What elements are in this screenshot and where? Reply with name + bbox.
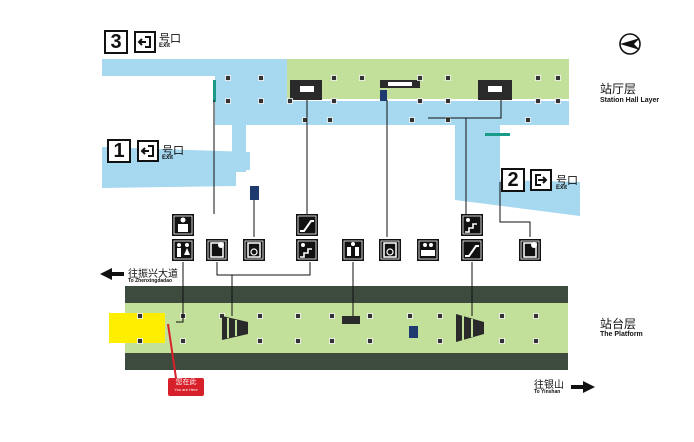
exit-2-passage xyxy=(455,120,580,216)
direction-west-label: 往振兴大道 xyxy=(128,269,178,280)
column-marker xyxy=(359,75,365,81)
you-are-here-label: 您在此 xyxy=(175,378,197,386)
column-marker xyxy=(367,313,373,319)
column-marker xyxy=(535,98,541,104)
hall-stem-right xyxy=(455,118,473,198)
column-marker xyxy=(409,117,415,123)
exit-arrow-right-icon xyxy=(530,169,552,191)
column-marker xyxy=(525,117,531,123)
exit-3-number: 3 xyxy=(104,30,128,54)
column-marker xyxy=(327,117,333,123)
station-hall-subtitle: Station Hall Layer xyxy=(600,97,660,104)
paid-zone xyxy=(287,59,569,100)
ticket-gates-right xyxy=(478,80,512,100)
metro-logo-icon xyxy=(619,33,641,55)
service-counter-icon xyxy=(417,239,439,261)
hall-marker-blue xyxy=(380,90,387,101)
column-marker xyxy=(287,98,293,104)
column-marker xyxy=(225,75,231,81)
direction-east-label: 往银山 xyxy=(534,380,564,391)
exit-2-gate-line xyxy=(485,133,510,136)
ticket-gate-icon xyxy=(342,239,364,261)
you-are-here-tag: 您在此 You are Here xyxy=(168,378,204,396)
column-marker xyxy=(331,75,337,81)
column-marker xyxy=(257,338,263,344)
column-marker xyxy=(417,98,423,104)
exit-2-number: 2 xyxy=(501,168,525,192)
hall-stem-left xyxy=(232,120,246,172)
accessible-elevator-icon xyxy=(379,239,401,261)
escalator-icon xyxy=(461,239,483,261)
column-marker xyxy=(499,313,505,319)
arrow-right-icon xyxy=(571,381,595,393)
column-marker xyxy=(367,338,373,344)
platform-escalator-center xyxy=(342,316,360,324)
direction-west-label-en: To Zhenxingdadao xyxy=(128,278,173,284)
column-marker xyxy=(258,75,264,81)
facility-leader-lines xyxy=(176,100,531,323)
exit-3-gate-line xyxy=(213,80,216,102)
column-marker xyxy=(555,75,561,81)
station-hall-title: 站厅层 xyxy=(600,82,637,96)
column-marker xyxy=(329,338,335,344)
platform-escalator-left xyxy=(222,316,248,340)
column-marker xyxy=(437,338,443,344)
exit-3-label-en: Exit xyxy=(159,43,171,49)
column-marker xyxy=(499,338,505,344)
column-marker xyxy=(437,313,443,319)
platform-escalator-right xyxy=(456,314,484,342)
arrow-left-icon xyxy=(100,268,124,280)
accessible-elevator-icon xyxy=(243,239,265,261)
ticket-gates-left xyxy=(290,80,322,100)
column-marker xyxy=(445,75,451,81)
column-marker xyxy=(295,338,301,344)
facility-icons xyxy=(172,214,541,261)
exit-2-label: 号口 xyxy=(556,174,578,187)
direction-east-label-en: To Yinshan xyxy=(534,389,561,395)
exit-3-label: 号口 xyxy=(159,32,181,45)
you-are-here-pointer xyxy=(167,323,177,379)
hall-column-markers xyxy=(225,75,561,123)
escalator-bank-hall xyxy=(380,80,420,88)
column-marker xyxy=(555,98,561,104)
platform-floor xyxy=(125,303,568,353)
track-north xyxy=(125,286,568,303)
column-marker xyxy=(445,98,451,104)
exit-1-label: 号口 xyxy=(162,144,184,157)
column-marker xyxy=(533,338,539,344)
column-marker xyxy=(329,313,335,319)
exit-2-label-en: Exit xyxy=(556,185,568,191)
platform-subtitle: The Platform xyxy=(600,331,643,338)
column-marker xyxy=(225,98,231,104)
column-marker xyxy=(417,75,423,81)
column-marker xyxy=(535,75,541,81)
exit-arrow-left-icon xyxy=(137,140,159,162)
stairs-icon xyxy=(296,239,318,261)
exit-1-marker-blue xyxy=(250,186,259,200)
ticket-machine-icon xyxy=(206,239,228,261)
exit-1-label-en: Exit xyxy=(162,155,174,161)
column-marker xyxy=(533,313,539,319)
track-south xyxy=(125,353,568,370)
column-marker xyxy=(258,98,264,104)
platform-marker-blue xyxy=(409,326,418,338)
ticket-machine-icon xyxy=(519,239,541,261)
column-marker xyxy=(137,338,143,344)
column-marker xyxy=(331,98,337,104)
exit-1-number: 1 xyxy=(107,139,131,163)
family-restroom-icon xyxy=(172,214,194,236)
platform-title: 站台层 xyxy=(600,317,637,331)
you-are-here-highlight xyxy=(109,313,165,343)
column-marker xyxy=(295,313,301,319)
you-are-here-label-en: You are Here xyxy=(174,387,198,392)
column-marker xyxy=(180,338,186,344)
column-marker xyxy=(257,313,263,319)
column-marker xyxy=(407,313,413,319)
escalator-icon xyxy=(296,214,318,236)
exit-arrow-left-icon xyxy=(134,31,156,53)
restroom-icon xyxy=(172,239,194,261)
stairs-icon xyxy=(461,214,483,236)
column-marker xyxy=(137,313,143,319)
